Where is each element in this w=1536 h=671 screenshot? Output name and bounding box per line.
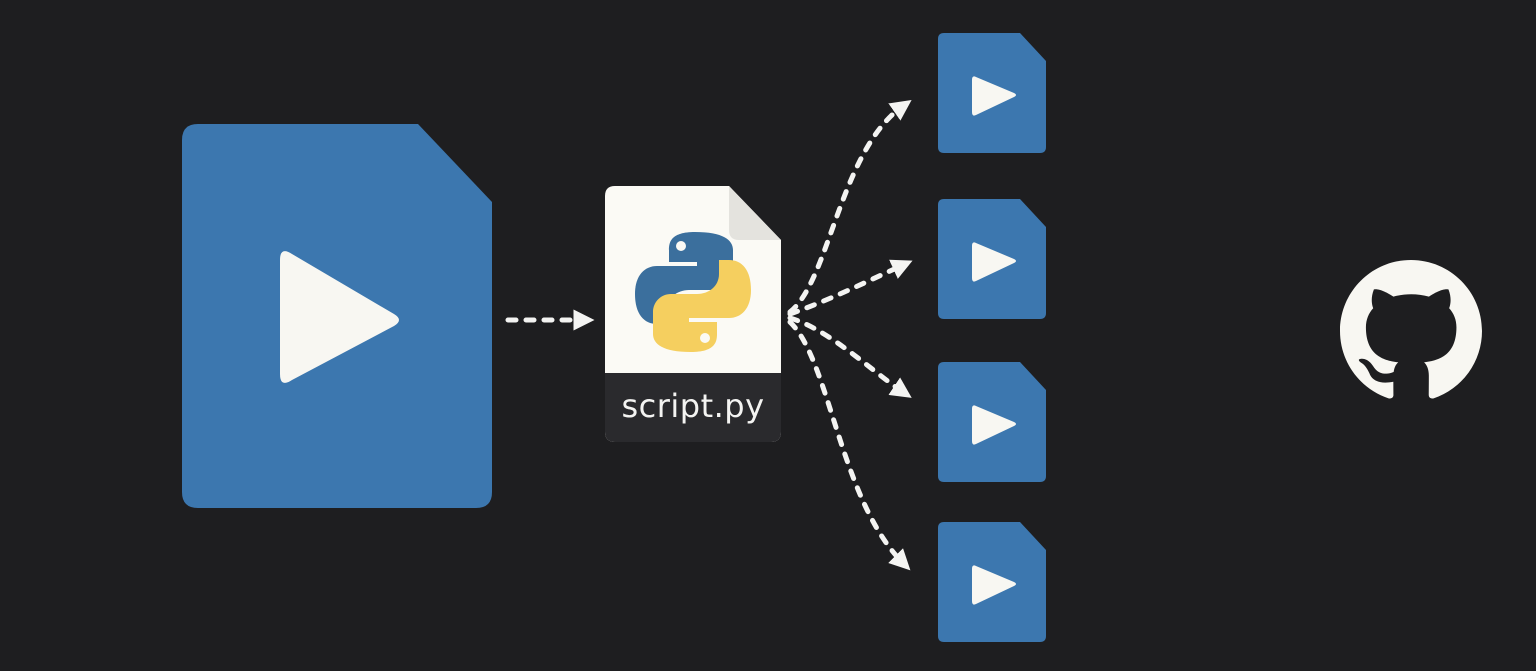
arrow-script-to-output-1: [787, 99, 912, 315]
github-icon: [1340, 260, 1482, 399]
script-file-paper: [605, 186, 781, 442]
arrow-script-to-output-2: [787, 259, 913, 317]
output-video-file-2: [938, 199, 1046, 319]
video-file-icon: [938, 33, 1046, 153]
output-video-file-1: [938, 33, 1046, 153]
arrow-script-to-output-4: [787, 319, 911, 571]
input-video-file: [182, 124, 492, 508]
video-file-icon: [938, 199, 1046, 319]
output-video-file-4: [938, 522, 1046, 642]
video-file-icon: [182, 124, 492, 508]
python-logo-icon: [635, 232, 751, 352]
video-file-icon: [938, 362, 1046, 482]
python-script-file: script.py: [605, 186, 781, 442]
arrow-script-to-output-3: [787, 315, 912, 398]
video-file-icon: [938, 522, 1046, 642]
script-filename: script.py: [621, 387, 765, 425]
output-video-file-3: [938, 362, 1046, 482]
